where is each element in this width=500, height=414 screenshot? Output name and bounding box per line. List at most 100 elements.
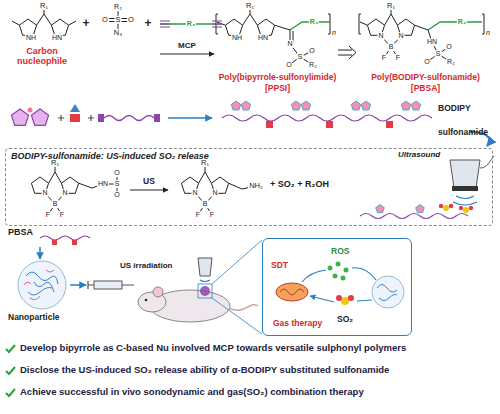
node-text: BODIPY-sulfonamide: US-induced SO₂ relea… bbox=[11, 152, 209, 162]
text-label: [PBSA] bbox=[358, 84, 493, 93]
text-label: Develop bipyrrole as C-based Nu involved… bbox=[20, 343, 406, 353]
atom-label: B bbox=[52, 200, 59, 208]
atom-label: N bbox=[377, 32, 384, 40]
sulfonamide-unit bbox=[52, 240, 57, 245]
atom-label: HN bbox=[257, 34, 269, 42]
zoom-line bbox=[212, 240, 262, 334]
atom-label: R₁ bbox=[200, 159, 210, 167]
bond bbox=[195, 163, 256, 215]
probe-head bbox=[452, 186, 478, 191]
pyrrole-ring bbox=[19, 19, 36, 35]
nanoparticle bbox=[18, 261, 66, 309]
bodipy-unit bbox=[231, 101, 240, 110]
text-label: Disclose the US-induced SO₂ release abil… bbox=[20, 365, 389, 375]
atom-label: N bbox=[191, 189, 198, 197]
ros-dot bbox=[333, 274, 338, 279]
atom-label: O bbox=[113, 191, 120, 199]
atom-label: O bbox=[308, 47, 315, 55]
polymer-coil bbox=[24, 270, 54, 300]
atom-label: N bbox=[286, 40, 293, 48]
atom-label: F bbox=[45, 211, 51, 219]
text-label: PBSA bbox=[8, 228, 33, 238]
syringe-plunger bbox=[88, 281, 94, 289]
zoom-box bbox=[198, 284, 212, 298]
atom-label: O bbox=[127, 16, 135, 24]
flow-arrow bbox=[39, 247, 41, 259]
alkyne-end bbox=[154, 114, 160, 122]
pyrrole-ring bbox=[257, 19, 274, 35]
text-label: sulfonamide bbox=[438, 128, 488, 137]
sulfonamide-unit bbox=[266, 121, 273, 128]
atom-label: R₂ bbox=[113, 3, 123, 11]
atom-label: HN bbox=[426, 38, 438, 46]
text-label: Poly(bipyrrole-sulfonylimide) bbox=[210, 73, 345, 82]
text-label: Nanoparticle bbox=[8, 313, 60, 322]
atom-label: HN bbox=[97, 180, 109, 188]
ros-dot bbox=[344, 268, 349, 273]
atom-label: R₁ bbox=[50, 159, 60, 167]
atom-label: R₁ bbox=[386, 2, 396, 10]
text-label: BODIPY bbox=[438, 104, 471, 113]
bodipy-unit bbox=[416, 205, 425, 213]
atom-label: S bbox=[114, 180, 121, 188]
text-label: US irradiation bbox=[120, 262, 172, 271]
atom-label: R₃ bbox=[186, 20, 196, 28]
node-text: SO₂ bbox=[337, 315, 353, 324]
atom-label: B bbox=[388, 43, 395, 51]
atom-label: N bbox=[61, 189, 68, 197]
ultrasound-probe bbox=[198, 258, 212, 276]
polymer-chain bbox=[360, 214, 468, 219]
atom-label: R₃ bbox=[457, 18, 467, 26]
mouse-tail bbox=[229, 305, 258, 311]
atom-label: F bbox=[59, 211, 65, 219]
so2-molecule bbox=[439, 204, 443, 208]
azide-cartoon bbox=[70, 104, 80, 112]
bond bbox=[359, 6, 484, 62]
atom-label: O bbox=[445, 43, 452, 51]
so2-molecule bbox=[336, 295, 342, 301]
ultrasound-wave bbox=[200, 280, 210, 282]
atom-label: B bbox=[202, 200, 209, 208]
bodipy-unit bbox=[351, 101, 360, 110]
atom-label: F bbox=[395, 54, 401, 62]
bond bbox=[216, 6, 330, 65]
reaction-arrow bbox=[160, 54, 214, 55]
ros-dot bbox=[336, 262, 341, 267]
node-text: Gas therapy bbox=[273, 319, 322, 328]
node-text: SDT bbox=[271, 261, 288, 270]
so2-molecule bbox=[463, 207, 469, 213]
pyrrole-ring bbox=[51, 19, 68, 35]
pyrrole-ring bbox=[225, 19, 242, 35]
atom-label: R₂ bbox=[446, 58, 456, 66]
atom-label: O bbox=[423, 58, 430, 66]
atom-label: S bbox=[435, 50, 442, 58]
bodipy-unit bbox=[376, 205, 385, 213]
atom-label: NH bbox=[231, 34, 243, 42]
bodipy-unit bbox=[301, 101, 310, 110]
atom-label: n bbox=[485, 29, 491, 37]
atom-label: N bbox=[397, 32, 404, 40]
flow-arrow bbox=[70, 284, 86, 286]
alkyne-end bbox=[98, 114, 104, 122]
reaction-arrow bbox=[168, 117, 212, 119]
atom-label: MCP bbox=[177, 42, 197, 51]
bodipy-unit bbox=[411, 101, 420, 110]
carbon-dot bbox=[28, 108, 33, 113]
atom-label: F bbox=[381, 54, 387, 62]
tumor bbox=[200, 286, 210, 296]
atom-label: F bbox=[209, 211, 215, 219]
atom-label: R₂ bbox=[308, 61, 318, 69]
mouse-eye bbox=[145, 299, 148, 302]
polymer-coil bbox=[377, 285, 397, 301]
pyrrole-cartoon bbox=[31, 109, 48, 125]
text-label: + SO₂ + R₂OH bbox=[270, 180, 329, 190]
atom-label: R₁ bbox=[39, 2, 49, 10]
atom-label: O bbox=[113, 169, 120, 177]
atom-label: + bbox=[81, 17, 90, 30]
text-label: Poly(BODIPY-sulfonamide) bbox=[358, 73, 493, 82]
atom-label: US bbox=[142, 177, 156, 186]
ros-dot bbox=[328, 266, 333, 271]
atom-label: + bbox=[143, 17, 152, 30]
